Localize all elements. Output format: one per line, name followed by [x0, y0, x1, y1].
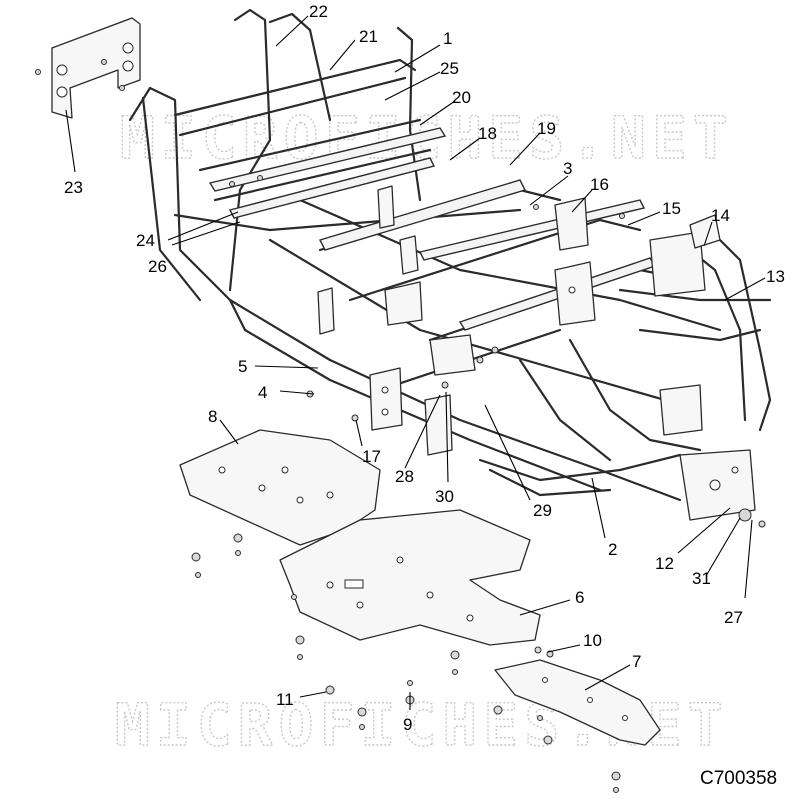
callout-16: 16 [590, 175, 609, 194]
callout-21: 21 [359, 27, 378, 46]
callout-4: 4 [258, 383, 267, 402]
callout-20: 20 [452, 88, 471, 107]
callout-23: 23 [64, 178, 83, 197]
callout-22: 22 [309, 2, 328, 21]
callout-27: 27 [724, 608, 743, 627]
cross-rails [208, 127, 657, 331]
rear-bracket-23 [35, 17, 141, 119]
callout-14: 14 [711, 206, 730, 225]
callout-17: 17 [362, 447, 381, 466]
callout-26: 26 [148, 257, 167, 276]
part-number: C700358 [700, 768, 777, 789]
floor-panel-6 [279, 509, 541, 646]
callout-2: 2 [608, 540, 617, 559]
callout-7: 7 [632, 652, 641, 671]
callout-1: 1 [443, 29, 452, 48]
leader-lines [65, 15, 766, 710]
rail-plate-7 [494, 659, 661, 746]
callout-11: 11 [276, 690, 294, 709]
callout-8: 8 [208, 407, 217, 426]
callout-9: 9 [403, 715, 412, 734]
callout-30: 30 [435, 487, 454, 506]
callout-5: 5 [238, 357, 247, 376]
callout-18: 18 [478, 124, 497, 143]
floor-fasteners [191, 533, 621, 793]
callout-3: 3 [563, 159, 572, 178]
callout-19: 19 [537, 119, 556, 138]
callout-6: 6 [575, 588, 584, 607]
callout-12: 12 [655, 554, 674, 573]
callout-31: 31 [692, 569, 711, 588]
callout-24: 24 [136, 231, 155, 250]
callout-labels: 1 2 3 4 5 6 7 8 9 10 11 12 13 14 15 16 1… [64, 2, 785, 734]
callout-13: 13 [766, 267, 785, 286]
callout-15: 15 [662, 199, 681, 218]
callout-28: 28 [395, 467, 414, 486]
frame-brackets [317, 185, 756, 521]
callout-29: 29 [533, 501, 552, 520]
callout-25: 25 [440, 59, 459, 78]
callout-10: 10 [583, 631, 602, 650]
